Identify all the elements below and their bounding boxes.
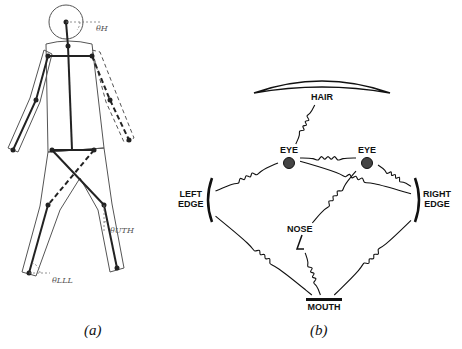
panel-label: (b)	[310, 322, 328, 339]
nose-mark	[292, 235, 308, 251]
part-label: EYE	[280, 146, 298, 156]
part-label: MOUTH	[308, 303, 341, 313]
spring-connector	[216, 216, 312, 295]
skeleton	[13, 22, 129, 273]
spring-connector	[216, 163, 278, 191]
spring-connector	[334, 220, 411, 295]
part-label: NOSE	[287, 225, 313, 235]
spring-connector	[378, 165, 411, 186]
spring-connector	[305, 253, 320, 295]
edge-part: LEFT EDGE	[178, 178, 214, 222]
joints	[11, 20, 132, 276]
hair-part: HAIR	[252, 77, 392, 103]
nose-part: NOSE	[287, 225, 313, 251]
part-label: EYE	[358, 146, 376, 156]
spring-connector	[296, 105, 315, 144]
eye-part: EYE	[358, 146, 376, 170]
eye-dot	[282, 156, 296, 170]
part-label: HAIR	[311, 93, 333, 103]
part-label: LEFT EDGE	[178, 190, 204, 210]
edge-part: RIGHT EDGE	[413, 178, 451, 222]
panel-label: (a)	[84, 322, 102, 339]
eye-part: EYE	[280, 146, 298, 170]
edge-bracket	[413, 178, 423, 222]
hair-arc	[252, 77, 392, 93]
spring-connector	[312, 171, 356, 223]
angle-guides	[29, 22, 108, 273]
part-label: RIGHT EDGE	[423, 190, 451, 210]
spring-connector	[300, 157, 356, 161]
angle-label: θH	[96, 24, 108, 33]
eye-dot	[360, 156, 374, 170]
mouth-part: MOUTH	[306, 297, 342, 313]
edge-bracket	[204, 178, 214, 222]
body-outline	[8, 5, 134, 276]
spring-connector	[300, 161, 411, 194]
angle-label: θUTH	[110, 226, 134, 235]
angle-label: θLLL	[52, 276, 73, 285]
